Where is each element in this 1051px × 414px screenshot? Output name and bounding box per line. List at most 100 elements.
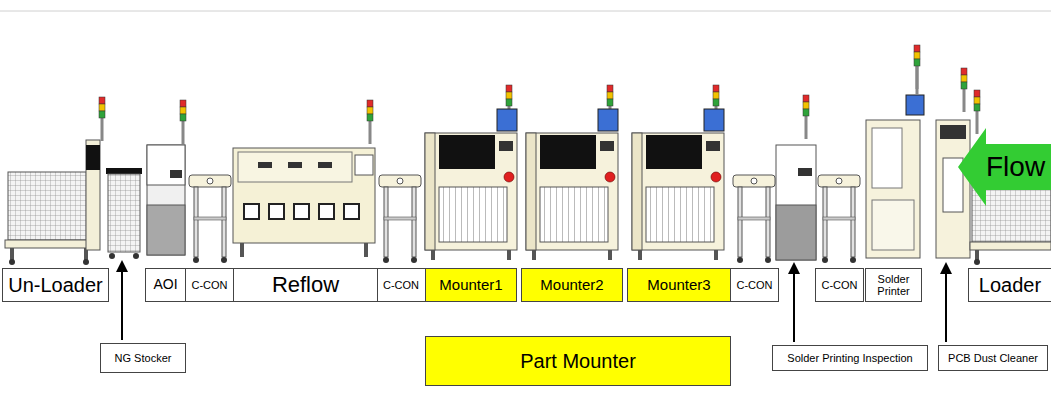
oven-window: [344, 204, 359, 219]
label-box: C-CON: [815, 268, 864, 302]
conveyor: [818, 175, 860, 263]
stocker-top: [106, 168, 142, 174]
column: [86, 140, 100, 250]
station-label: Reflow: [272, 273, 339, 297]
leg: [975, 250, 979, 260]
oven-window: [319, 204, 334, 219]
station-label: C-CON: [191, 279, 227, 291]
oven-window: [294, 204, 309, 219]
printer-body: [866, 120, 920, 258]
aoi-body: [147, 145, 185, 255]
vent: [288, 162, 302, 168]
signal-tower: [974, 90, 980, 134]
flow-arrow: Flow: [958, 128, 1051, 206]
cleaner-body: [936, 120, 970, 258]
label-box: Reflow: [233, 268, 378, 302]
solder-printer-machine: [866, 45, 924, 258]
aoi-machine: [147, 100, 186, 255]
station-label: NG Stocker: [115, 352, 172, 364]
wheel: [974, 259, 980, 265]
leader-line: [121, 270, 123, 340]
spi-cabinet: [776, 205, 816, 260]
signal-tower: [99, 97, 105, 141]
mounter-machine: [526, 85, 618, 260]
wheel: [9, 259, 15, 265]
oven-hood: [238, 152, 352, 182]
conveyor: [733, 175, 775, 263]
arrow-fill: [958, 128, 1051, 206]
stocker-rack: [108, 174, 140, 252]
column-head: [86, 145, 100, 170]
signal-tower: [180, 100, 186, 144]
leader-line: [793, 272, 795, 342]
station-label: C-CON: [736, 279, 772, 291]
wheel: [109, 253, 115, 259]
arrow-head: [940, 262, 952, 274]
station-label: Mounter1: [439, 277, 502, 294]
station-label: Loader: [979, 274, 1041, 296]
oven-window: [244, 204, 259, 219]
frame-line: [0, 11, 1051, 12]
arrow-head: [116, 260, 128, 272]
vent: [258, 162, 272, 168]
base-frame: [5, 240, 95, 248]
signal-tower: [914, 45, 920, 89]
magazine-rack: [8, 172, 88, 240]
vent: [318, 162, 332, 168]
signal-tower: [803, 95, 809, 139]
label-box: Loader: [968, 268, 1051, 302]
station-label: C-CON: [821, 279, 857, 291]
station-label: Part Mounter: [520, 350, 636, 372]
oven-body: [233, 148, 375, 243]
mounter-machine: [632, 85, 724, 260]
conveyor: [379, 175, 421, 263]
label-box: C-CON: [377, 268, 426, 302]
station-label: AOI: [153, 277, 177, 292]
station-label: Mounter3: [647, 277, 710, 294]
wheel: [83, 259, 89, 265]
leader-arrows: [116, 260, 952, 342]
signal-tower: [367, 100, 373, 144]
label-box: Mounter2: [521, 268, 623, 302]
printer-window: [872, 128, 902, 188]
printer-cabinet: [872, 200, 914, 250]
control-panel: [170, 170, 182, 178]
station-label: C-CON: [383, 279, 419, 291]
leg: [364, 243, 368, 257]
aoi-head: [147, 145, 185, 185]
arrow-head: [788, 262, 800, 274]
oven-panel: [355, 155, 373, 175]
label-box: Solder Printing Inspection: [772, 345, 928, 371]
label-box: Solder Printer: [865, 268, 922, 302]
leg: [10, 248, 14, 260]
aoi-cabinet: [147, 205, 185, 255]
mounter-machine: [425, 85, 517, 260]
label-box: Un-Loader: [2, 268, 109, 302]
conveyor: [189, 175, 231, 263]
oven-window: [269, 204, 284, 219]
wheel: [133, 253, 139, 259]
reflow-oven: [233, 100, 375, 257]
station-label: Mounter2: [540, 277, 603, 294]
control-panel: [798, 168, 812, 176]
control-panel: [940, 125, 966, 139]
leader-line: [945, 272, 947, 342]
spi-body: [776, 145, 816, 260]
label-box: NG Stocker: [100, 343, 186, 373]
label-box: Mounter3: [627, 268, 731, 302]
base-frame: [970, 242, 1051, 250]
label-box: C-CON: [730, 268, 779, 302]
spi-machine: [776, 95, 816, 260]
ng-stocker-machine: [106, 168, 142, 259]
label-box: C-CON: [185, 268, 234, 302]
label-box: AOI: [145, 268, 186, 302]
label-box: Mounter1: [425, 268, 517, 302]
station-label: Un-Loader: [8, 274, 103, 296]
station-label: Solder Printer: [871, 273, 916, 297]
label-box: Part Mounter: [425, 336, 731, 386]
label-box: PCB Dust Cleaner: [938, 345, 1048, 371]
leg: [240, 243, 244, 257]
unloader-machine: [5, 97, 105, 265]
screen: [906, 95, 924, 115]
